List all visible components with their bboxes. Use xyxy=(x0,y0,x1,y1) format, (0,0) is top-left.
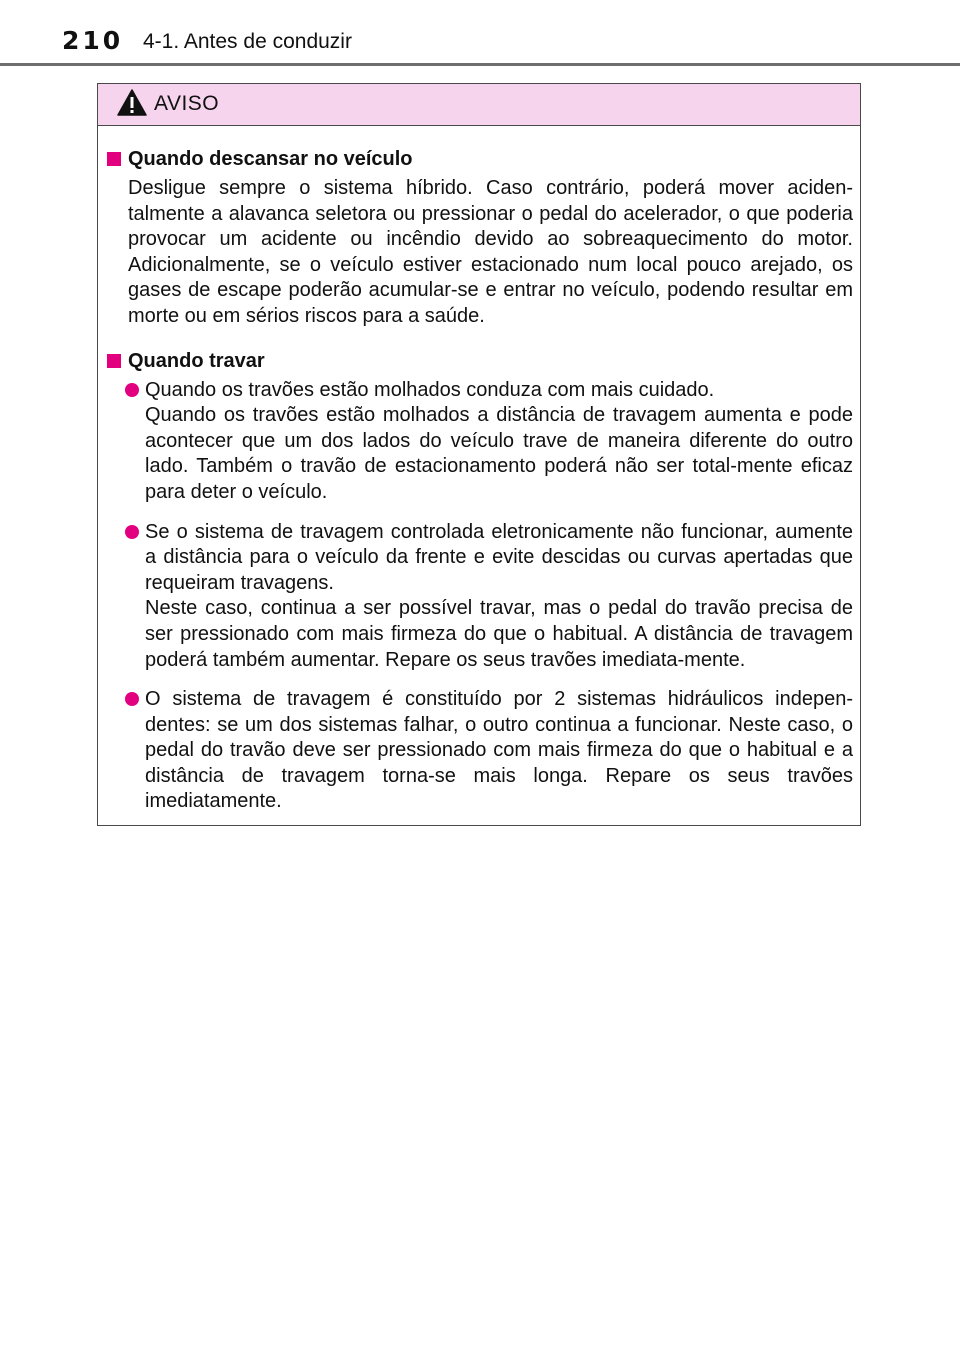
section-heading: Quando descansar no veículo xyxy=(107,146,853,172)
section-heading: Quando travar xyxy=(107,348,853,374)
paragraph: Quando os travões estão molhados a distâ… xyxy=(145,404,853,503)
list-item: Quando os travões estão molhados conduza… xyxy=(107,378,853,506)
paragraph: Quando os travões estão molhados conduza… xyxy=(145,378,715,401)
page-number: 210 xyxy=(62,26,124,55)
warning-triangle-icon xyxy=(117,89,147,116)
header-divider xyxy=(0,63,960,66)
section-heading-text: Quando travar xyxy=(128,349,265,372)
warning-label: AVISO xyxy=(154,92,220,115)
paragraph: Se o sistema de travagem controlada elet… xyxy=(145,520,853,594)
page-header: 210 4-1. Antes de conduzir xyxy=(0,0,960,68)
list-item: Se o sistema de travagem controlada elet… xyxy=(107,520,853,674)
circle-bullet-icon xyxy=(125,524,139,539)
warning-box: AVISO Quando descansar no veículo Deslig… xyxy=(97,83,861,826)
section-title: 4-1. Antes de conduzir xyxy=(143,30,352,53)
circle-bullet-icon xyxy=(125,692,139,707)
circle-bullet-icon xyxy=(125,382,139,397)
warning-body: Quando descansar no veículo Desligue sem… xyxy=(98,126,860,815)
square-bullet-icon xyxy=(107,353,121,368)
list-item: O sistema de travagem é constituído por … xyxy=(107,687,853,815)
square-bullet-icon xyxy=(107,152,121,166)
paragraph: O sistema de travagem é constituído por … xyxy=(145,688,853,813)
section-heading-text: Quando descansar no veículo xyxy=(128,148,413,170)
paragraph: Neste caso, continua a ser possível trav… xyxy=(145,597,853,671)
warning-header: AVISO xyxy=(98,84,860,126)
paragraph: Desligue sempre o sistema híbrido. Caso … xyxy=(128,177,853,327)
